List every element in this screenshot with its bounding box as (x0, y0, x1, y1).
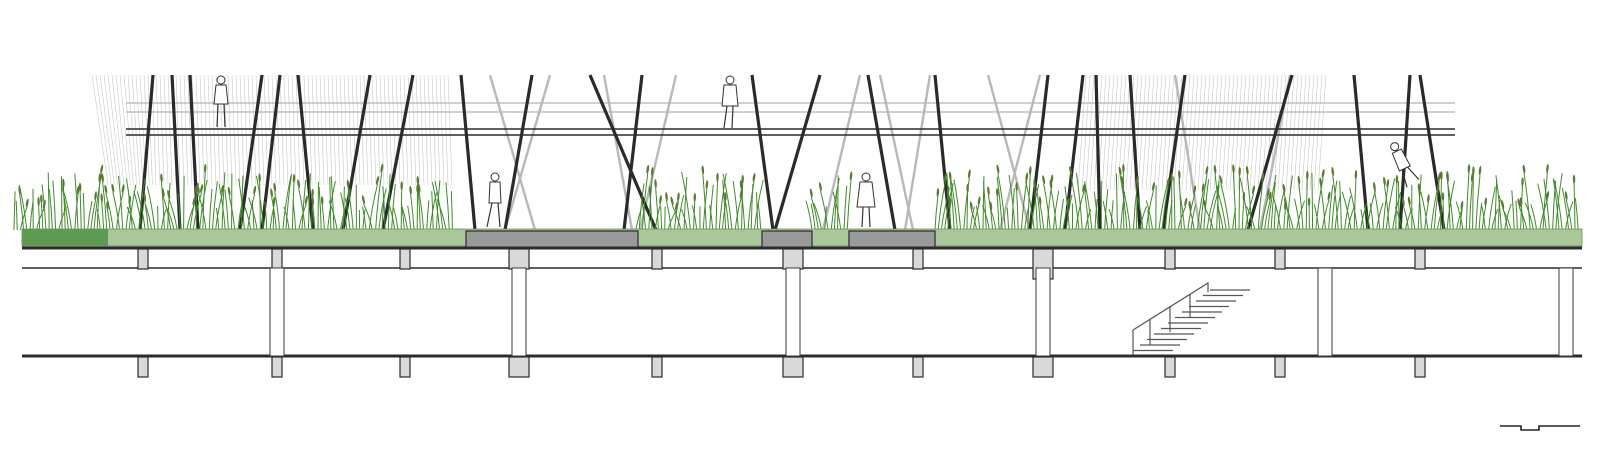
hatch-panel-left (91, 74, 453, 186)
background-poles (488, 74, 1292, 231)
roof-beams (137, 248, 1426, 280)
hatch-panel-right (1077, 74, 1327, 191)
person-ground-left (486, 172, 502, 228)
columns (269, 267, 1574, 357)
scale-bar (1500, 425, 1580, 431)
person-ground-center (856, 172, 876, 228)
person-walkway-left (213, 75, 229, 128)
person-walkway-center (721, 75, 739, 129)
staircase (1132, 281, 1250, 355)
elevated-walkway (126, 102, 1455, 136)
floor-beams (137, 356, 1426, 378)
reed-vegetation (13, 163, 1579, 231)
person-climbing (1390, 142, 1420, 188)
